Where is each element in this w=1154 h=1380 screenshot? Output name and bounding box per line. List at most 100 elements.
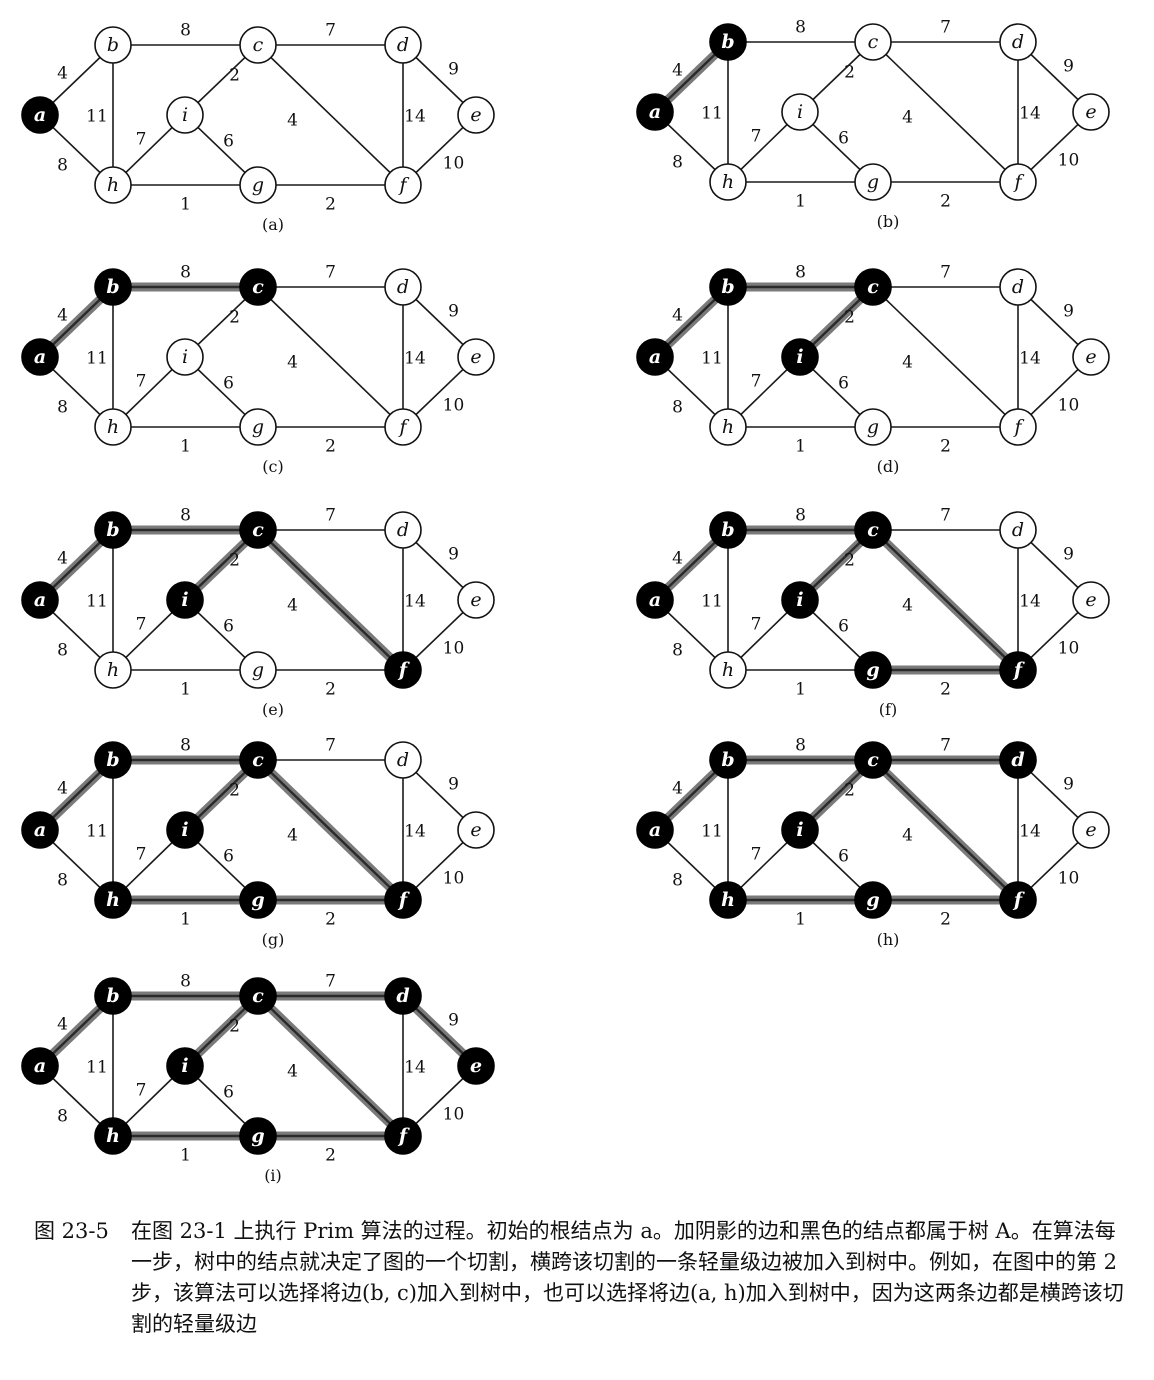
edge-weight-a-b: 4	[57, 549, 68, 569]
node-h	[709, 408, 747, 446]
node-g	[854, 881, 892, 919]
node-b	[94, 26, 132, 64]
node-f	[999, 651, 1037, 689]
node-label-g: g	[252, 659, 264, 681]
edge-c-f	[257, 286, 404, 428]
edge-weight-h-i: 7	[751, 845, 762, 865]
node-g	[239, 408, 277, 446]
edge-weight-c-d: 7	[940, 506, 951, 526]
edge-weight-b-c: 8	[180, 21, 191, 41]
node-label-c: c	[252, 519, 264, 541]
node-label-d: d	[396, 985, 409, 1007]
node-label-i: i	[796, 589, 803, 611]
edge-weight-c-f: 4	[287, 596, 298, 616]
edge-weight-c-f: 4	[287, 111, 298, 131]
edge-weight-d-f: 14	[404, 349, 426, 369]
edge-weight-g-i: 6	[838, 847, 849, 867]
node-label-h: h	[107, 659, 119, 681]
node-a	[21, 581, 59, 619]
node-label-g: g	[252, 416, 264, 438]
node-b	[709, 741, 747, 779]
edge-weight-a-b: 4	[672, 61, 683, 81]
edge-weight-b-h: 11	[701, 349, 723, 369]
node-label-g: g	[252, 174, 264, 196]
node-label-d: d	[397, 34, 409, 56]
edge-weight-e-f: 10	[443, 639, 465, 659]
edge-weight-b-h: 11	[86, 349, 108, 369]
edge-weight-b-h: 11	[86, 1058, 108, 1078]
node-label-a: a	[649, 819, 661, 841]
node-d	[384, 268, 422, 306]
tree-edge-core-c-f	[257, 995, 404, 1137]
edge-weight-d-e: 9	[1063, 545, 1074, 565]
node-label-b: b	[721, 31, 734, 53]
node-label-d: d	[1012, 31, 1024, 53]
edge-weight-a-h: 8	[57, 156, 68, 176]
node-label-f: f	[1012, 889, 1025, 911]
edge-weight-d-e: 9	[1063, 302, 1074, 322]
node-c	[239, 741, 277, 779]
edge-weight-g-i: 6	[223, 1083, 234, 1103]
node-e	[457, 581, 495, 619]
edge-weight-f-g: 2	[940, 910, 951, 930]
panel-label: (c)	[262, 457, 283, 476]
node-g	[854, 163, 892, 201]
node-g	[239, 1117, 277, 1155]
edge-weight-h-i: 7	[136, 130, 147, 150]
edge-weight-e-f: 10	[1058, 639, 1080, 659]
edge-weight-b-c: 8	[180, 506, 191, 526]
edge-weight-d-e: 9	[1063, 775, 1074, 795]
node-g	[854, 651, 892, 689]
node-f	[384, 881, 422, 919]
edge-weight-b-c: 8	[795, 263, 806, 283]
node-label-e: e	[1085, 101, 1096, 123]
node-g	[854, 408, 892, 446]
node-label-c: c	[867, 276, 879, 298]
node-label-b: b	[106, 749, 119, 771]
edge-weight-f-g: 2	[325, 437, 336, 457]
node-b	[709, 268, 747, 306]
edge-weight-b-h: 11	[701, 822, 723, 842]
panel-label: (i)	[264, 1166, 282, 1185]
node-label-i: i	[181, 819, 188, 841]
node-label-a: a	[649, 101, 661, 123]
edge-weight-c-d: 7	[325, 972, 336, 992]
edge-weight-e-f: 10	[1058, 869, 1080, 889]
node-label-b: b	[106, 519, 119, 541]
node-h	[709, 881, 747, 919]
node-d	[384, 741, 422, 779]
edge-weight-f-g: 2	[940, 192, 951, 212]
node-i	[781, 338, 819, 376]
node-c	[239, 977, 277, 1015]
node-label-e: e	[470, 589, 481, 611]
edge-weight-g-i: 6	[223, 132, 234, 152]
node-b	[94, 977, 132, 1015]
node-label-e: e	[470, 819, 481, 841]
node-label-c: c	[252, 985, 264, 1007]
node-b	[94, 741, 132, 779]
panel-label: (d)	[877, 457, 900, 476]
node-label-a: a	[34, 819, 46, 841]
node-h	[709, 651, 747, 689]
edge-weight-g-i: 6	[838, 129, 849, 149]
edge-weight-g-h: 1	[795, 437, 806, 457]
node-c	[854, 23, 892, 61]
node-label-f: f	[397, 1125, 410, 1147]
node-f	[999, 881, 1037, 919]
edge-weight-d-e: 9	[448, 60, 459, 80]
node-label-g: g	[867, 171, 879, 193]
node-label-g: g	[866, 889, 879, 911]
edge-weight-a-h: 8	[672, 153, 683, 173]
edge-weight-e-f: 10	[1058, 396, 1080, 416]
edge-weight-b-c: 8	[180, 972, 191, 992]
node-label-f: f	[397, 889, 410, 911]
edge-weight-a-b: 4	[672, 779, 683, 799]
node-g	[239, 881, 277, 919]
edge-weight-c-i: 2	[229, 1017, 240, 1037]
panel-label: (e)	[262, 700, 284, 719]
edge-weight-b-h: 11	[701, 592, 723, 612]
edge-weight-h-i: 7	[136, 845, 147, 865]
node-h	[94, 408, 132, 446]
